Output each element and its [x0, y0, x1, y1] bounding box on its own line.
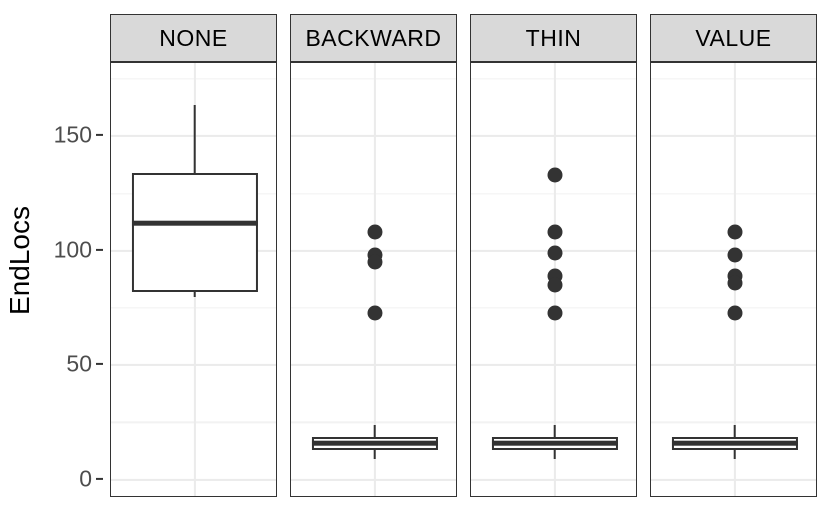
- facet-strip-value: VALUE: [650, 14, 817, 62]
- facet-panel-value: [650, 62, 817, 497]
- outlier-point: [547, 245, 562, 261]
- y-tick-label: 150: [53, 121, 92, 148]
- median-line: [311, 440, 438, 446]
- outlier-point: [367, 254, 382, 270]
- boxplot-thin: [471, 63, 636, 496]
- whisker-lower: [373, 449, 376, 460]
- facet-strip-thin: THIN: [470, 14, 637, 62]
- boxplot-value: [651, 63, 816, 496]
- outlier-point: [727, 247, 742, 263]
- y-tick-label: 50: [66, 350, 92, 377]
- box-iqr: [131, 172, 258, 292]
- boxplot-backward: [291, 63, 456, 496]
- facet-strip-label: NONE: [159, 24, 228, 51]
- y-tick-mark: [96, 248, 103, 251]
- whisker-upper: [553, 424, 556, 438]
- y-axis-ticks: 0 50 100 150: [0, 0, 103, 521]
- outlier-point: [547, 305, 562, 321]
- facet-panel-thin: [470, 62, 637, 497]
- whisker-upper: [193, 105, 196, 173]
- facet-strip-label: BACKWARD: [305, 24, 442, 51]
- outlier-point: [547, 224, 562, 240]
- median-line: [491, 440, 618, 446]
- outlier-point: [367, 305, 382, 321]
- whisker-upper: [373, 424, 376, 438]
- facet-strip-label: VALUE: [695, 24, 772, 51]
- outlier-point: [727, 275, 742, 291]
- median-line: [131, 220, 258, 226]
- whisker-lower: [733, 449, 736, 460]
- outlier-point: [547, 277, 562, 293]
- y-tick-mark: [96, 134, 103, 137]
- y-tick-label: 0: [79, 465, 92, 492]
- facet-panel-none: [110, 62, 277, 497]
- whisker-lower: [193, 291, 196, 297]
- facet-strip-backward: BACKWARD: [290, 14, 457, 62]
- outlier-point: [547, 167, 562, 183]
- facet-strip-none: NONE: [110, 14, 277, 62]
- outlier-point: [367, 224, 382, 240]
- boxplot-none: [111, 63, 276, 496]
- y-tick-mark: [96, 363, 103, 366]
- y-tick-label: 100: [53, 236, 92, 263]
- median-line: [671, 440, 798, 446]
- outlier-point: [727, 305, 742, 321]
- whisker-lower: [553, 449, 556, 460]
- facet-strip-label: THIN: [525, 24, 582, 51]
- outlier-point: [727, 224, 742, 240]
- y-tick-mark: [96, 477, 103, 480]
- gridline-vertical: [373, 63, 376, 496]
- whisker-upper: [733, 424, 736, 438]
- facet-panel-backward: [290, 62, 457, 497]
